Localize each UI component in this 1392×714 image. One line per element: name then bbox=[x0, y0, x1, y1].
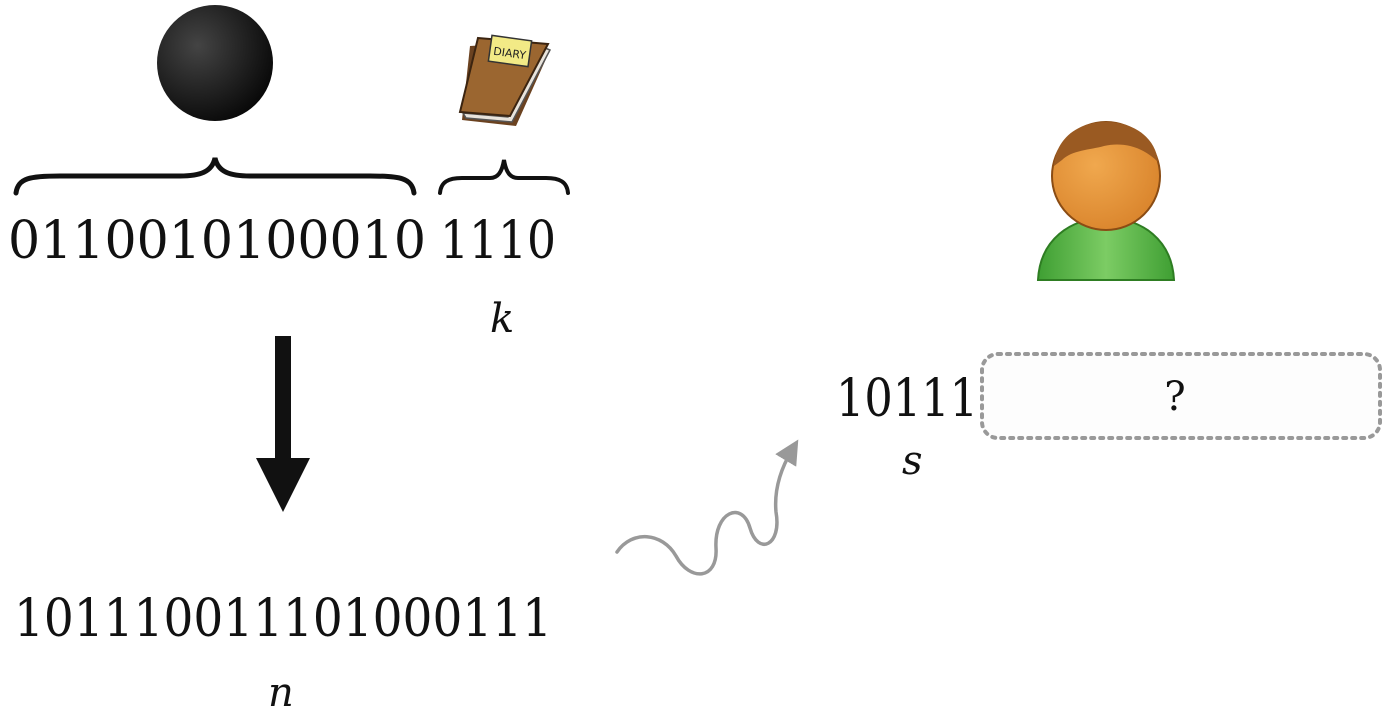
prefix-bits: 0110010100010 bbox=[8, 211, 426, 271]
squiggly-arrow-icon bbox=[615, 439, 799, 576]
output-bits: 101110011101000111 bbox=[14, 589, 552, 649]
person-icon bbox=[1036, 121, 1176, 281]
k-label: k bbox=[490, 296, 514, 342]
s-label: s bbox=[902, 438, 923, 484]
sample-bits: 10111 bbox=[836, 369, 978, 429]
key-brace bbox=[438, 159, 570, 195]
n-label: n bbox=[268, 670, 294, 714]
black-circle-icon bbox=[157, 5, 273, 121]
unknown-box bbox=[980, 352, 1382, 440]
diary-book-icon: DIARY bbox=[458, 34, 552, 126]
diary-label: DIARY bbox=[492, 45, 527, 62]
unknown-mark: ? bbox=[1164, 374, 1185, 420]
prefix-brace bbox=[13, 157, 417, 196]
key-bits: 1110 bbox=[440, 211, 556, 271]
down-arrow-icon bbox=[256, 336, 310, 512]
